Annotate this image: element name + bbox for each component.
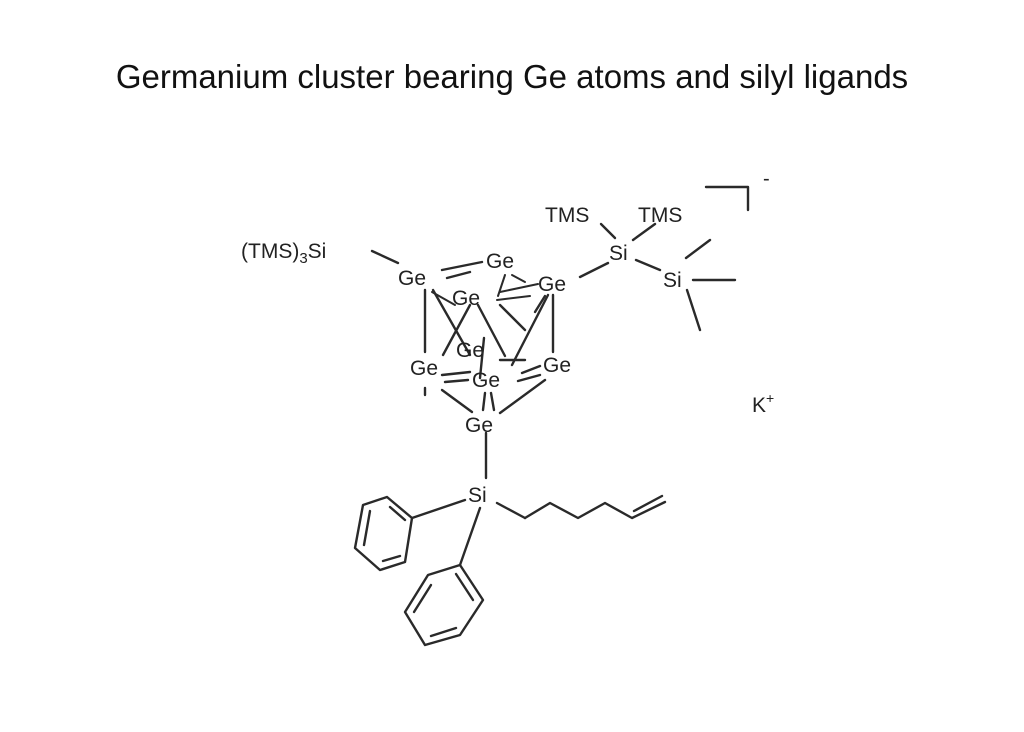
ligand-bonds	[370, 222, 737, 567]
ge-atom-label: Ge	[452, 287, 480, 310]
tms-label: TMS	[545, 204, 589, 227]
ge-atom-label: Ge	[410, 357, 438, 380]
cluster-bonds	[423, 260, 555, 415]
charge-bracket	[704, 185, 750, 212]
page-title: Germanium cluster bearing Ge atoms and s…	[115, 58, 909, 95]
ge-atom-label: Ge	[456, 339, 484, 362]
anion-charge: -	[763, 168, 770, 190]
ge-atom-label: Ge	[398, 267, 426, 290]
phenyl-ring-2	[403, 563, 485, 647]
ge-atom-label: Ge	[543, 354, 571, 377]
butenyl-chain	[523, 500, 667, 520]
si-bottom-label: Si	[468, 484, 487, 507]
ge-atom-label: Ge	[472, 369, 500, 392]
ge-atom-label: Ge	[486, 250, 514, 273]
ge-atom-label: Ge	[538, 273, 566, 296]
ge-atom-label: Ge	[465, 414, 493, 437]
si-right-label: Si	[663, 269, 682, 292]
si-left-label: (TMS)3Si	[241, 240, 326, 267]
si-top-label: Si	[609, 242, 628, 265]
phenyl-ring-1	[353, 495, 414, 572]
tms-label: TMS	[638, 204, 682, 227]
counterion-label: K+	[752, 390, 774, 417]
